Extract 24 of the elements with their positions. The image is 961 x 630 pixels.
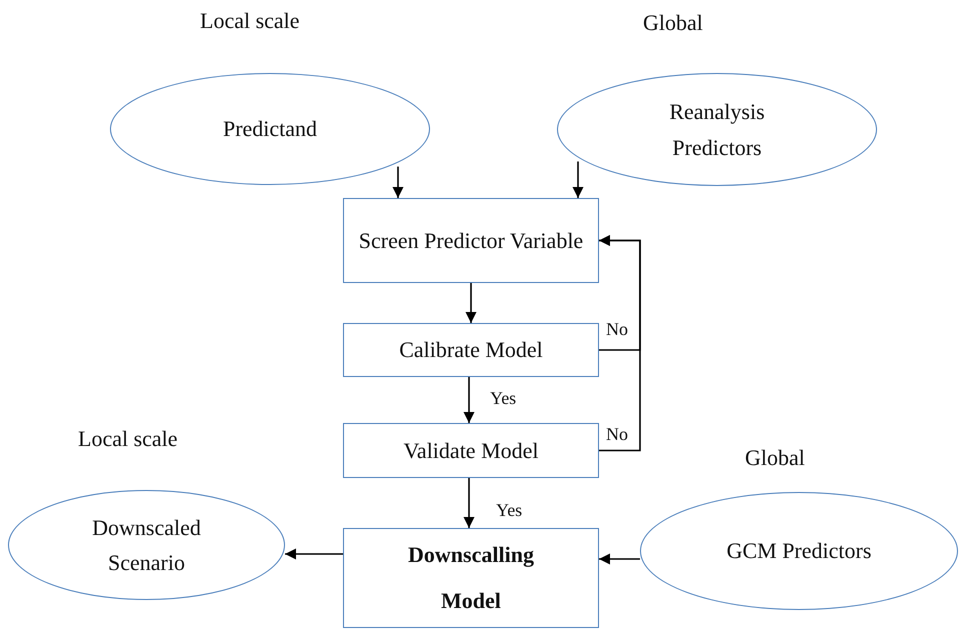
node-label: Predictand: [222, 115, 318, 144]
process-box: [343, 323, 599, 377]
node-label: Screen Predictor Variable: [358, 226, 584, 255]
scale-label: Local scale: [78, 426, 178, 452]
node-label: Downscalling Model: [407, 540, 535, 615]
arrow: [572, 161, 584, 198]
node-label: Validate Model: [403, 436, 539, 465]
node-label: GCM Predictors: [726, 537, 872, 566]
node-label: Downscaled Scenario: [91, 514, 202, 577]
arrow: [599, 234, 641, 452]
scale-label: Local scale: [200, 8, 300, 34]
node-label: Reanalysis Predictors: [668, 98, 766, 162]
arrow: [285, 548, 343, 560]
process-box: [343, 528, 599, 628]
scale-label: Global: [643, 10, 703, 36]
arrow: [465, 283, 477, 323]
node-label: Calibrate Model: [399, 336, 543, 364]
arrow: [392, 166, 404, 198]
arrow: [463, 478, 475, 528]
scale-label: Global: [745, 445, 805, 471]
arrow: [463, 377, 475, 423]
arrow: [599, 553, 640, 565]
process-box: [343, 198, 599, 283]
process-box: [343, 423, 599, 478]
